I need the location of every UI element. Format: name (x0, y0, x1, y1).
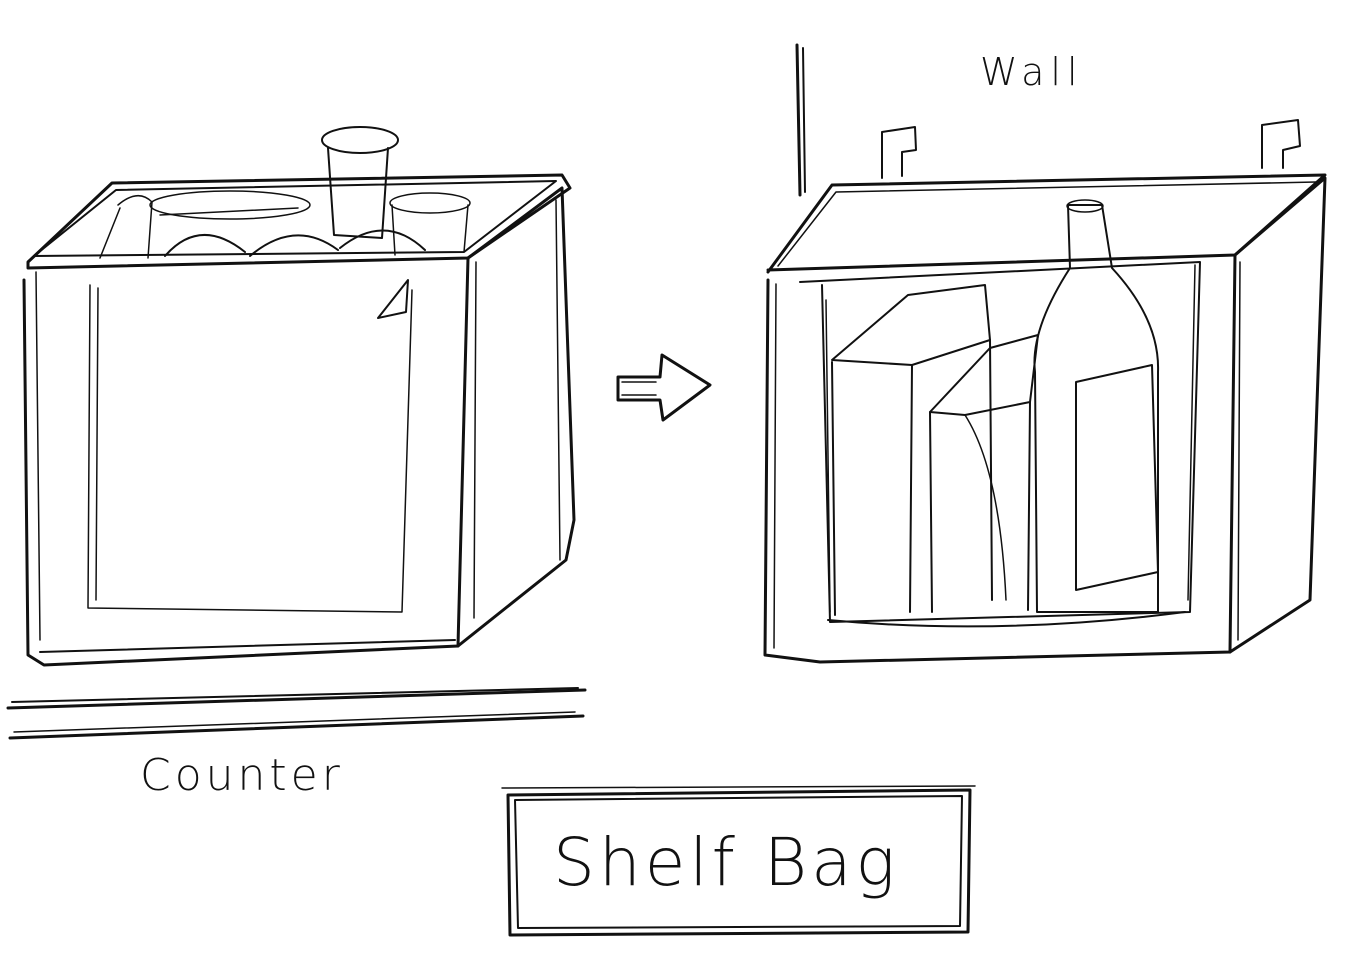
title-label: Shelf Bag (553, 824, 899, 901)
counter-bag (22, 126, 576, 667)
wall-label: Wall (980, 50, 1084, 94)
title-box (501, 785, 976, 937)
shelf-bag (763, 173, 1327, 664)
hook-right-icon (1261, 119, 1301, 169)
counter-label: Counter (140, 750, 344, 801)
counter-surface (6, 687, 587, 740)
arrow-icon (616, 353, 712, 422)
wall-line (795, 43, 806, 197)
hook-left-icon (881, 126, 917, 179)
